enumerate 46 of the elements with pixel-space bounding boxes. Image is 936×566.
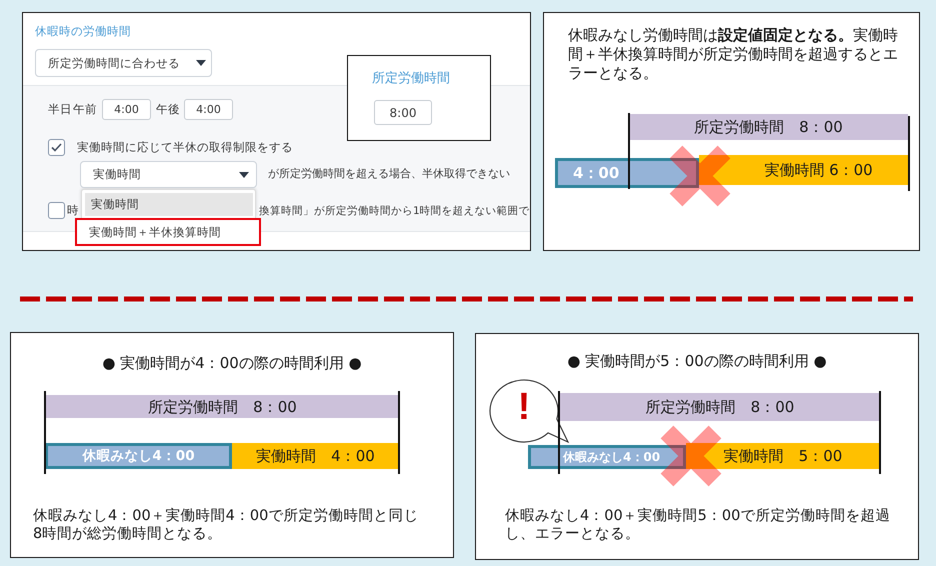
select-dropdown: 実働時間 <box>80 161 257 188</box>
select-dropdown: 所定労働時間に合わせる <box>35 49 212 77</box>
description-text: 休暇みなし4：00＋実働時間4：00で所定労働時間と同じ8時間が総労働時間となる。 <box>33 507 420 543</box>
field-label: 午前 <box>73 101 97 118</box>
bar-label: 休暇みなし4：00 <box>563 449 660 466</box>
panel-heading: ● 実働時間が5：00の際の時間利用 ● <box>567 351 827 371</box>
field-label: 半日 <box>48 101 72 118</box>
bar-label: 所定労働時間 8：00 <box>148 398 297 416</box>
time-input: 4:00 <box>184 99 233 120</box>
time-input: 8:00 <box>374 100 432 125</box>
time-bar <box>528 445 686 469</box>
time-bar <box>629 114 908 140</box>
menu-option: 実働時間 <box>85 193 253 216</box>
setting-text: が所定労働時間を超える場合、半休取得できない <box>268 166 510 182</box>
callout-box <box>347 55 491 141</box>
bar-label: 休暇みなし4：00 <box>82 447 195 465</box>
bar-label: 所定労働時間 8：00 <box>646 398 794 416</box>
time-input: 4:00 <box>102 99 151 120</box>
field-label: 午後 <box>156 101 180 118</box>
checkbox-label: 換算時間」が所定労働時間から1時間を超えない範囲で <box>259 204 530 219</box>
section-heading: 休暇時の労働時間 <box>35 23 131 39</box>
description-text: 休暇みなし労働時間は設定値固定となる。実働時間＋半休換算時間が所定労働時間を超過するとエラーとなる。 <box>568 26 899 83</box>
time-bar <box>45 443 232 469</box>
panel <box>10 332 454 558</box>
time-bar <box>232 443 399 469</box>
panel-heading: ● 実働時間が4：00の際の時間利用 ● <box>102 353 362 373</box>
time-bar <box>555 158 699 188</box>
time-bar <box>560 393 880 421</box>
bar-label: 実働時間 6：00 <box>764 161 873 179</box>
exclamation-mark: ! <box>516 385 532 429</box>
panel <box>543 12 920 251</box>
highlighted-menu-option: 実働時間＋半休換算時間 <box>75 218 261 246</box>
field-label: 所定労働時間 <box>372 70 450 88</box>
bar-label: 実働時間 5：00 <box>724 447 842 465</box>
bar-label: 4：00 <box>573 164 620 182</box>
checkbox-label: 時 <box>67 202 79 218</box>
time-bar <box>46 395 399 418</box>
bar-label: 実働時間 4：00 <box>256 447 375 465</box>
checkbox-label: 実働時間に応じて半休の取得制限をする <box>77 139 293 156</box>
bar-label: 所定労働時間 8：00 <box>694 118 843 136</box>
description-text: 休暇みなし4：00＋実働時間5：00で所定労働時間を超過し、エラーとなる。 <box>505 507 892 543</box>
speech-bubble <box>488 379 570 445</box>
time-bar <box>686 443 880 469</box>
panel <box>475 333 919 560</box>
time-bar <box>699 155 908 185</box>
settings-panel <box>22 12 531 251</box>
